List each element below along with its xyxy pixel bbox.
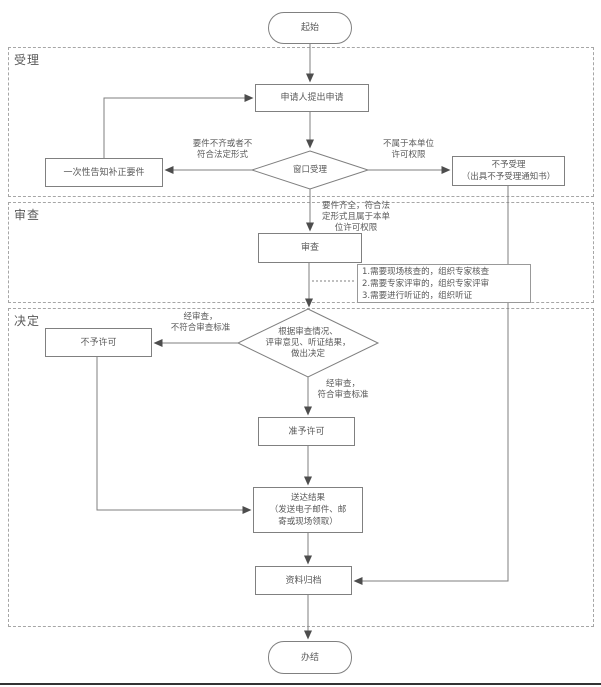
- page-bottom-rule: [0, 683, 601, 685]
- edge-label-not-authority: 不属于本单位 许可权限: [382, 139, 434, 160]
- apply-node: 申请人提出申请: [255, 84, 369, 112]
- edge-notify-apply: [103, 94, 254, 158]
- start-node: 起始: [268, 12, 352, 44]
- section-accept-label: 受理: [14, 53, 41, 67]
- section-review-label: 审查: [14, 208, 41, 222]
- archive-node: 资料归档: [255, 566, 352, 595]
- edge-label-complete: 要件齐全，符合法 定形式且属于本单 位许可权限: [321, 201, 390, 233]
- grant-node: 准予许可: [258, 417, 355, 446]
- section-decide-label: 决定: [14, 314, 41, 328]
- final-decision-diamond: [236, 308, 380, 378]
- section-review: [8, 202, 594, 303]
- reject-accept-node: 不予受理 （出具不予受理通知书）: [452, 156, 565, 186]
- edge-label-pass: 经审查， 符合审查标准: [317, 379, 369, 400]
- edge-deny-deliver: [96, 357, 252, 514]
- final-decision-label: 根据审查情况、 评审意见、听证结果， 做出决定: [265, 326, 351, 359]
- section-decide: [8, 308, 594, 627]
- notify-node: 一次性告知补正要件: [45, 158, 163, 187]
- deliver-node: 送达结果 （发送电子邮件、邮 寄或现场领取）: [253, 487, 363, 533]
- review-notes: 1.需要现场核查的，组织专家核查 2.需要专家评审的，组织专家评审 3.需要进行…: [357, 264, 531, 303]
- edge-label-incomplete: 要件不齐或者不 符合法定形式: [192, 139, 253, 160]
- window-decision-label: 窗口受理: [292, 164, 327, 175]
- deny-node: 不予许可: [45, 328, 152, 357]
- end-node: 办结: [268, 641, 352, 674]
- section-accept: [8, 47, 594, 197]
- edge-label-fail: 经审查， 不符合审查标准: [170, 312, 231, 333]
- edge-reject-archive: [353, 186, 509, 585]
- window-decision-diamond: [250, 150, 370, 190]
- review-node: 审查: [258, 233, 362, 263]
